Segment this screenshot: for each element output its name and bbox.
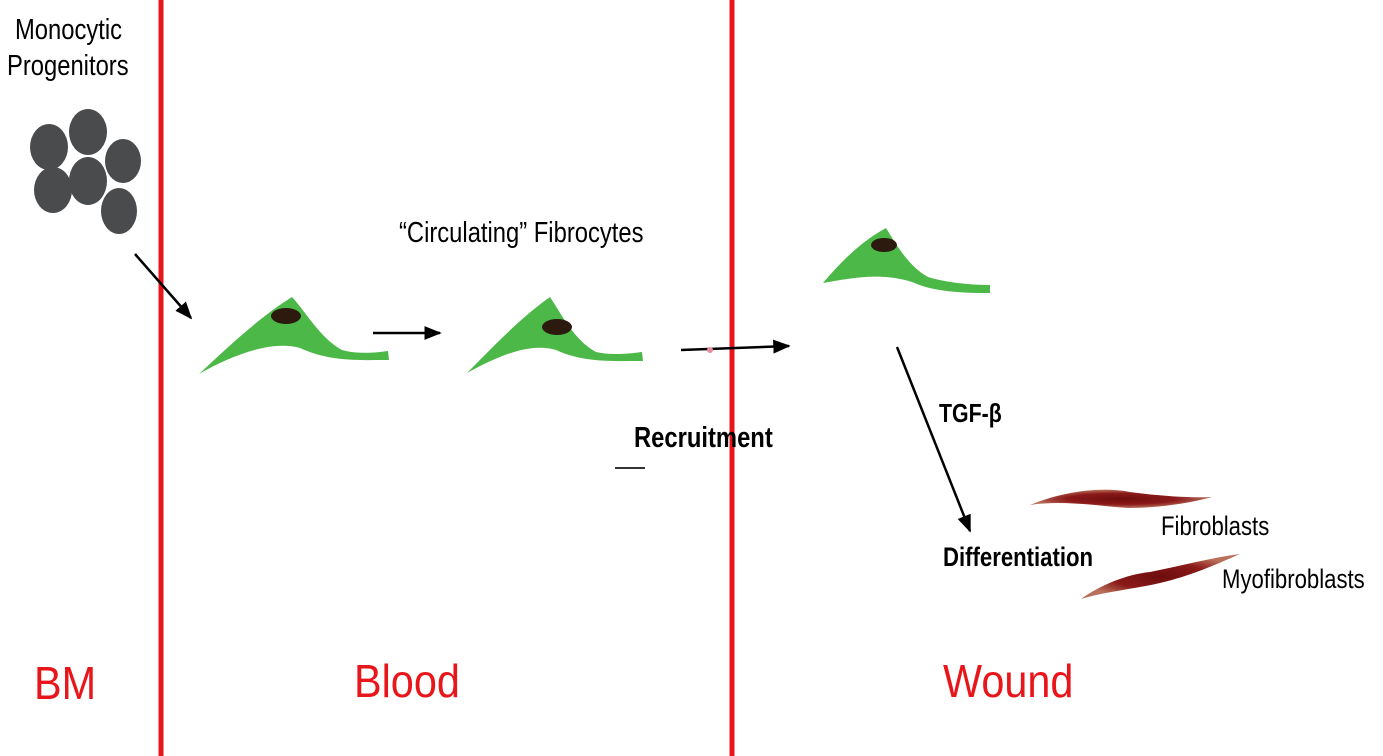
tgf-beta-label: TGF-β <box>939 400 1002 426</box>
fibrocyte-cell-3 <box>823 228 990 293</box>
fibrocyte-cell-2 <box>467 297 643 373</box>
circulating-fibrocytes-label: “Circulating” Fibrocytes <box>399 219 643 248</box>
zone-label-bm: BM <box>34 660 96 706</box>
myofibroblasts-label: Myofibroblasts <box>1222 566 1365 593</box>
myofibroblast-cell <box>1081 554 1240 599</box>
arrow-recruitment <box>681 346 789 350</box>
fibroblast-cell <box>1030 490 1212 508</box>
progenitor-cell <box>105 139 141 183</box>
nucleus <box>542 319 572 335</box>
arrow-differentiation <box>897 347 970 531</box>
recruitment-label: Recruitment <box>634 424 773 453</box>
progenitor-cluster <box>30 109 141 234</box>
fibrocyte-cell-1 <box>199 297 389 374</box>
progenitor-cell <box>34 167 72 213</box>
zone-label-wound: Wound <box>943 658 1073 704</box>
fibroblasts-label: Fibroblasts <box>1161 513 1269 540</box>
progenitor-cell <box>30 124 68 170</box>
differentiation-label: Differentiation <box>943 544 1093 571</box>
progenitors-label-line1: Monocytic <box>15 16 122 45</box>
zone-label-blood: Blood <box>354 658 460 704</box>
artifact-dot <box>707 347 713 353</box>
progenitors-label-line2: Progenitors <box>7 52 129 81</box>
progenitor-cell <box>101 188 137 234</box>
nucleus <box>871 238 897 252</box>
progenitor-cell <box>69 157 107 205</box>
nucleus <box>271 308 301 324</box>
progenitor-cell <box>69 109 107 155</box>
